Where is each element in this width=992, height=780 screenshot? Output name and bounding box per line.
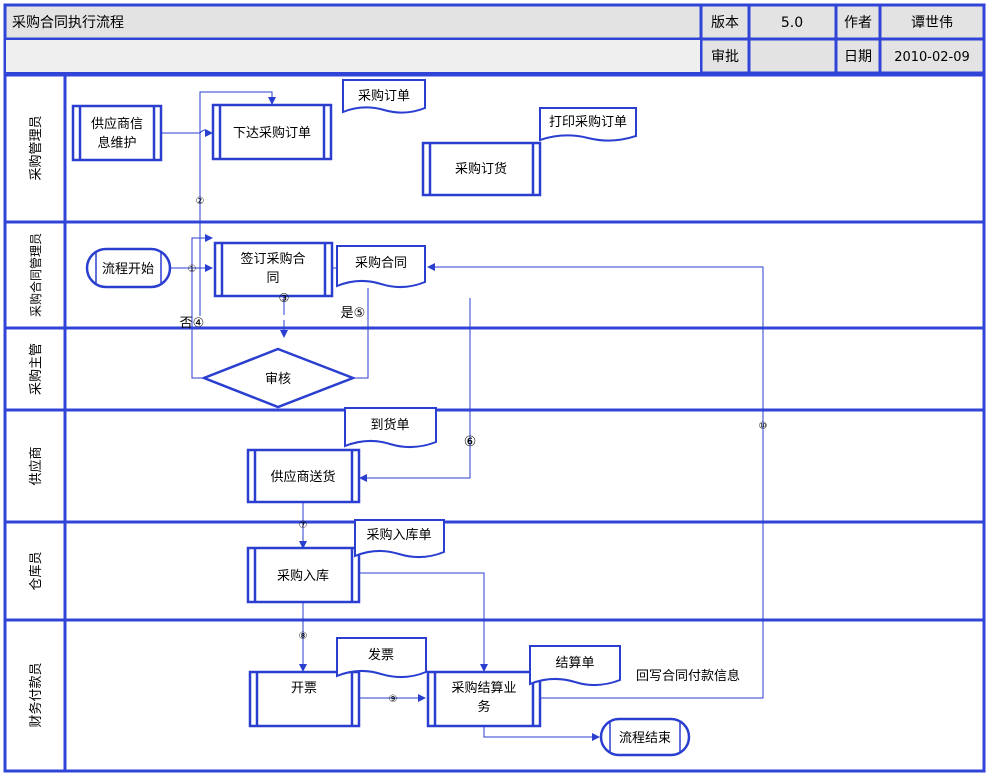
label-step-8: ⑧ [299, 631, 308, 642]
po-doc-label: 采购订单 [358, 88, 410, 104]
header-table: 采购合同执行流程 版本 5.0 作者 谭世伟 审批 日期 2010-02-09 [3, 3, 986, 75]
lane-label-supplier: 供应商 [28, 446, 44, 485]
author-value: 谭世伟 [911, 15, 953, 31]
lane-label-finance: 财务付款员 [28, 662, 44, 727]
document-settle: 结算单 [529, 645, 621, 686]
decision-review: 审核 [200, 347, 357, 409]
print-po-label: 打印采购订单 [549, 114, 627, 130]
version-label: 版本 [711, 15, 739, 31]
inbound-label: 采购入库 [277, 568, 329, 584]
lane-label-contract-admin: 采购合同管理员 [28, 233, 43, 317]
review-label: 审核 [265, 372, 291, 387]
po-order-label: 采购订货 [455, 161, 507, 177]
contract-doc-label: 采购合同 [355, 255, 407, 271]
connectors [162, 91, 764, 741]
settle-doc-label: 结算单 [555, 656, 594, 671]
process-invoice: 开票 [248, 670, 361, 728]
label-writeback: 回写合同付款信息 [636, 668, 740, 684]
process-inbound: 采购入库 [246, 546, 361, 604]
label-step-10: ⑩ [759, 421, 768, 432]
document-inbound: 采购入库单 [354, 519, 445, 558]
supplier-info-line2: 息维护 [97, 135, 136, 151]
swimlanes [3, 73, 986, 773]
process-issue-po: 下达采购订单 [211, 103, 333, 161]
supplier-deliver-label: 供应商送货 [270, 469, 335, 485]
process-sign-contract: 签订采购合同 [213, 241, 334, 298]
document-invoice: 发票 [336, 637, 427, 678]
sign-contract-line2: 同 [266, 271, 279, 286]
process-supplier-info: 供应商信息维护 [71, 104, 163, 162]
label-step-6: ⑥ [464, 434, 477, 450]
invoice-label: 开票 [291, 681, 317, 696]
terminator-end: 流程结束 [599, 717, 691, 757]
edge-writeback [427, 263, 764, 699]
label-step-1: ① [188, 264, 197, 275]
sign-contract-line1: 签订采购合 [240, 251, 305, 267]
terminator-start: 流程开始 [85, 247, 172, 289]
document-arrival: 到货单 [344, 407, 437, 448]
settle-line2: 务 [477, 699, 490, 715]
end-label: 流程结束 [619, 731, 671, 746]
label-step-9: ⑨ [389, 694, 398, 705]
settle-line1: 采购结算业 [451, 680, 516, 696]
invoice-doc-label: 发票 [368, 647, 394, 663]
approve-label: 审批 [711, 49, 739, 65]
date-label: 日期 [844, 49, 872, 65]
process-settle: 采购结算业务 [426, 670, 542, 728]
supplier-info-line1: 供应商信 [91, 116, 143, 132]
lane-label-warehouse: 仓库员 [28, 551, 44, 590]
lane-label-purchasing-admin: 采购管理员 [28, 115, 44, 180]
document-print-po: 打印采购订单 [539, 107, 637, 142]
edge-review-yes [353, 288, 369, 379]
document-po: 采购订单 [342, 79, 426, 114]
label-step-7: ⑦ [299, 520, 308, 531]
label-step-2: ② [196, 196, 205, 207]
edge-settle-end [483, 726, 600, 741]
edge-supplierinfo-issuepo [162, 129, 213, 137]
edge-labels: ① ② ③ 否④ 是⑤ ⑥ ⑦ ⑧ ⑨ ⑩ 回写合同付款信息 [180, 196, 768, 705]
author-label: 作者 [844, 15, 872, 31]
svg-text:签订采购合同: 签订采购合同 [240, 251, 305, 286]
issue-po-label: 下达采购订单 [233, 125, 311, 141]
inbound-doc-label: 采购入库单 [366, 527, 431, 543]
lane-label-purchasing-manager: 采购主管 [28, 343, 44, 395]
label-no-4: 否④ [180, 316, 205, 331]
process-po-order: 采购订货 [421, 141, 542, 197]
edge-contract-supplier [359, 298, 471, 482]
svg-text:采购结算业务: 采购结算业务 [451, 680, 516, 715]
arrival-doc-label: 到货单 [370, 417, 409, 433]
document-contract: 采购合同 [336, 245, 426, 288]
label-yes-5: 是⑤ [341, 306, 366, 321]
date-value: 2010-02-09 [894, 50, 970, 65]
label-step-3: ③ [279, 291, 290, 305]
edge-inbound-settle [360, 572, 488, 672]
edge-loop-to-issuepo [199, 91, 276, 316]
process-supplier-deliver: 供应商送货 [246, 448, 361, 504]
svg-text:供应商信息维护: 供应商信息维护 [91, 116, 143, 151]
start-label: 流程开始 [102, 262, 154, 277]
edge-review-no [191, 234, 213, 379]
version-value: 5.0 [781, 15, 803, 31]
page-title: 采购合同执行流程 [12, 15, 124, 31]
